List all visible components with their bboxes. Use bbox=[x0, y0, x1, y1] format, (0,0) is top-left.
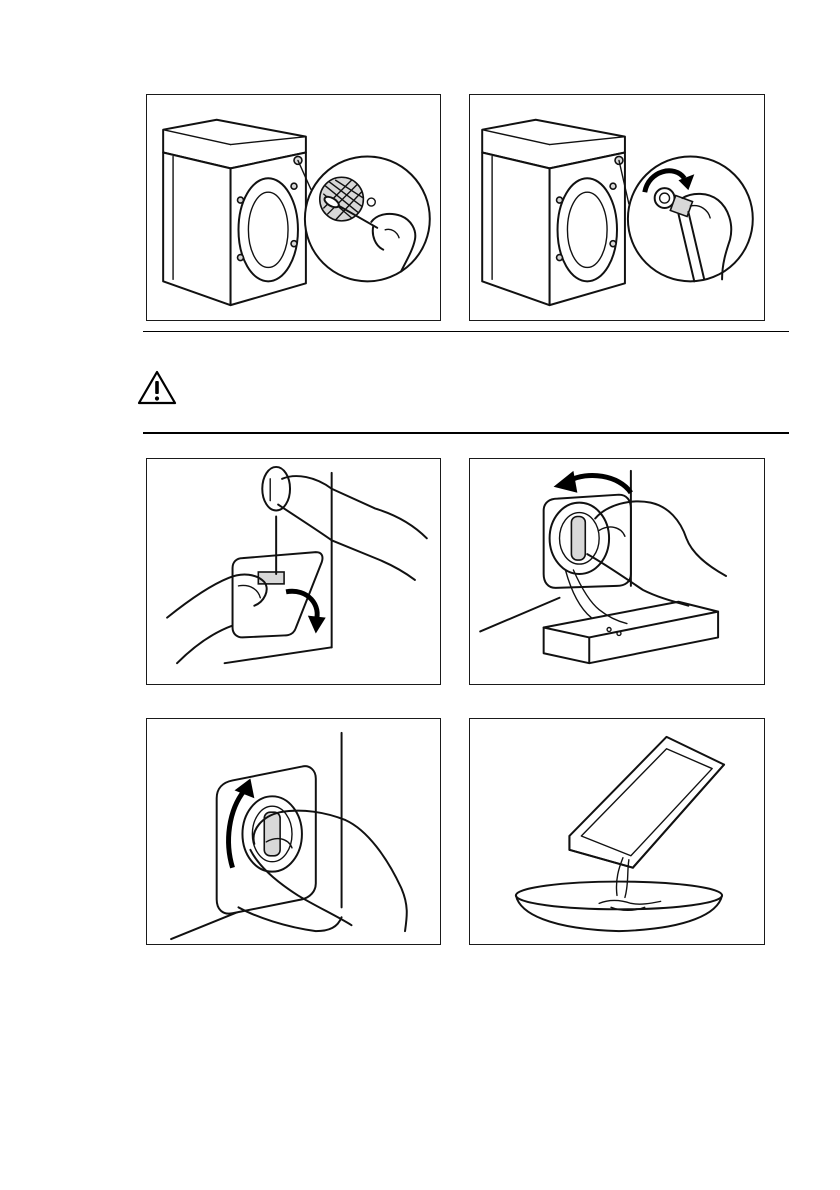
figure-open-filter-flap bbox=[146, 458, 441, 685]
empty-container-illustration bbox=[470, 719, 764, 944]
screw-drain-filter-illustration bbox=[147, 719, 440, 944]
washing-machine-hose-illustration bbox=[470, 95, 764, 320]
screwdriver-flap-illustration bbox=[147, 459, 440, 684]
counterclockwise-arrow-icon bbox=[569, 475, 630, 492]
washing-machine-rear-illustration bbox=[147, 95, 440, 320]
figure-reconnect-inlet-hose bbox=[469, 94, 765, 321]
section-divider-bottom bbox=[143, 432, 789, 434]
figure-empty-container bbox=[469, 718, 765, 945]
figure-clean-inlet-filter bbox=[146, 94, 441, 321]
unscrew-drain-filter-illustration bbox=[470, 459, 764, 684]
section-divider-top bbox=[143, 331, 789, 332]
figure-unscrew-drain-filter bbox=[469, 458, 765, 685]
figure-screw-drain-filter bbox=[146, 718, 441, 945]
warning-triangle-icon bbox=[137, 370, 177, 406]
